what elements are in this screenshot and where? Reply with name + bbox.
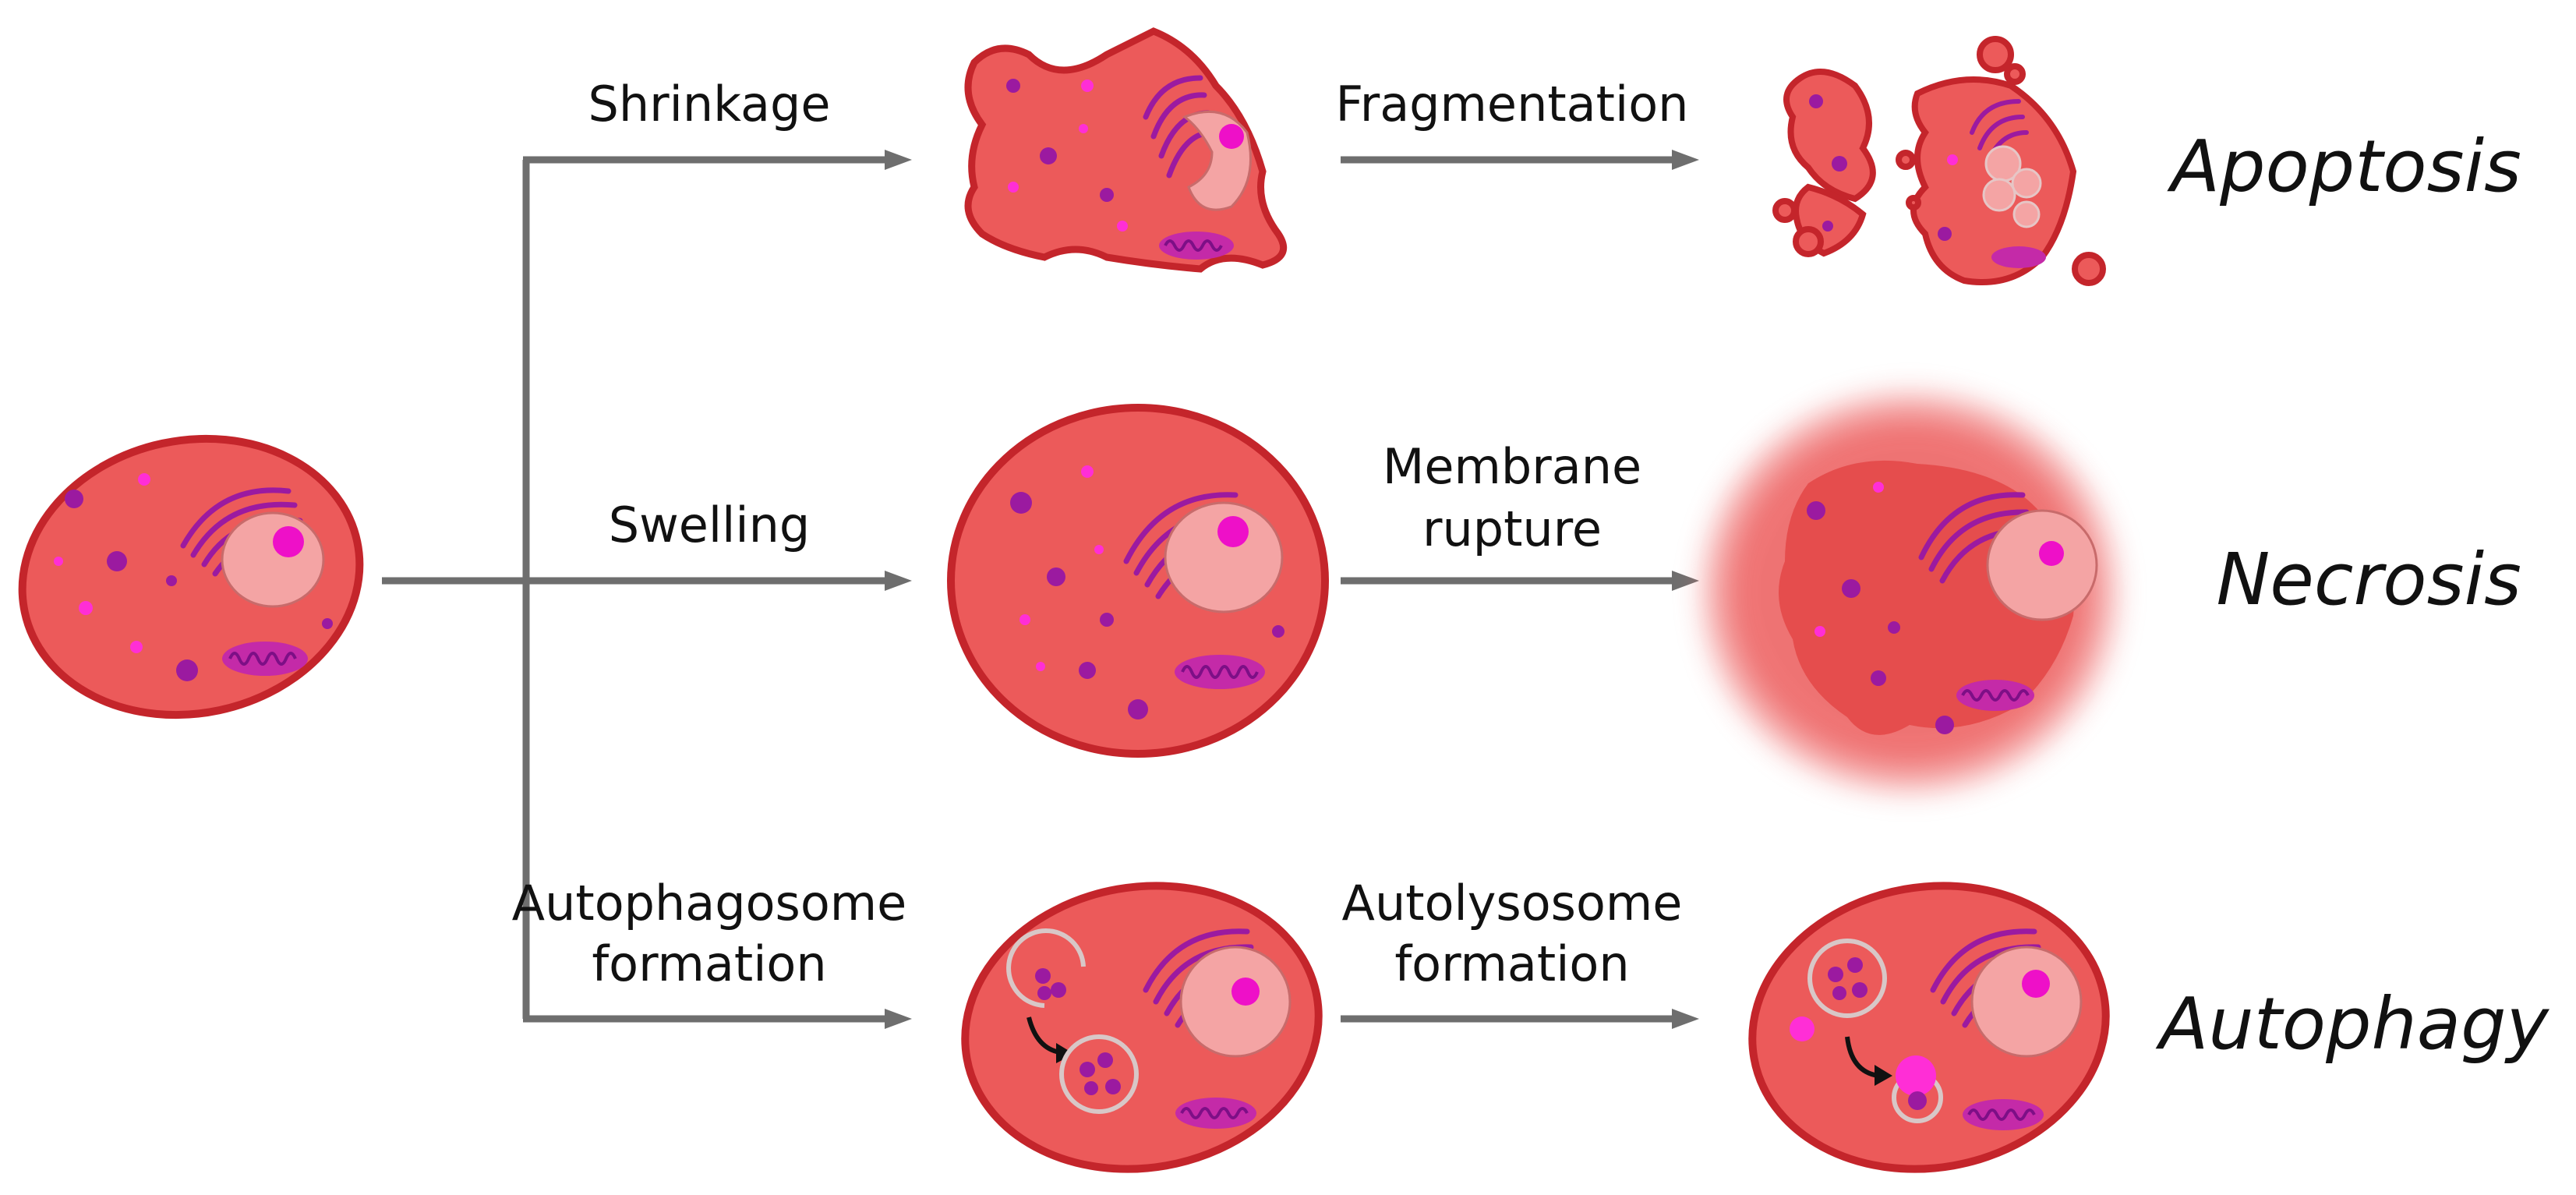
cargo: [1051, 982, 1066, 998]
shrunken-cell: [964, 27, 1288, 273]
vesicle: [1809, 94, 1823, 108]
apoptotic-body: [1977, 36, 2014, 73]
vesicle: [1938, 227, 1952, 241]
fragmented-cell: [1772, 36, 2106, 286]
cargo: [1828, 967, 1843, 982]
vesicle: [1822, 221, 1833, 232]
arrowhead: [885, 150, 912, 170]
arrowhead: [1672, 150, 1699, 170]
term-necrosis: Necrosis: [2216, 538, 2521, 621]
cargo: [1105, 1079, 1121, 1094]
cell-membrane: [18, 434, 364, 719]
necrotic-cell: [1703, 394, 2116, 791]
apoptotic-body: [2072, 252, 2106, 286]
label-rupture: rupture: [1422, 500, 1602, 557]
step-labels: Shrinkage Fragmentation Swelling Membran…: [512, 76, 1689, 992]
mitochondrion-icon: [1963, 1099, 2044, 1130]
cargo: [1852, 982, 1868, 998]
label-swelling: Swelling: [609, 497, 811, 553]
curved-arrow-icon: [1027, 1016, 1061, 1055]
label-shrinkage: Shrinkage: [588, 76, 831, 133]
term-autophagy: Autophagy: [2155, 982, 2549, 1066]
nucleolus: [1217, 516, 1249, 547]
curved-arrow-icon: [1845, 1036, 1879, 1078]
nucleus: [1986, 509, 2098, 621]
apoptotic-body: [1772, 198, 1797, 223]
cargo: [1037, 986, 1051, 1000]
label-autophagosome: Autophagosome: [512, 875, 907, 932]
label-autolysosome-formation: formation: [1394, 935, 1629, 992]
arrowhead: [885, 1009, 912, 1029]
autophagosome-cell: [961, 882, 1323, 1173]
arrowhead: [1875, 1065, 1892, 1086]
mitochondrion-icon: [1159, 232, 1234, 260]
arrowhead: [1672, 1009, 1699, 1029]
fragmented-nucleus: [1982, 145, 2042, 228]
mitochondrion-icon: [1991, 246, 2046, 268]
phagophore: [1006, 928, 1086, 1008]
arrowhead: [1672, 571, 1699, 591]
nucleolus: [2039, 541, 2064, 566]
term-apoptosis: Apoptosis: [2167, 125, 2521, 208]
nucleus: [1179, 946, 1292, 1058]
vesicles: [1807, 482, 1954, 734]
nucleus: [221, 511, 325, 608]
cargo: [1080, 1062, 1095, 1077]
autophagosome: [1807, 939, 1887, 1018]
vesicles: [1006, 79, 1128, 232]
vesicle: [1947, 154, 1958, 165]
cargo: [1097, 1052, 1113, 1068]
cargo: [1832, 986, 1846, 1000]
pathway-arrows: [382, 150, 1699, 1029]
label-membrane: Membrane: [1383, 438, 1641, 495]
nucleolus: [1231, 978, 1260, 1006]
nucleus: [1970, 946, 2083, 1058]
apoptotic-body: [1896, 150, 1916, 170]
swollen-cell: [947, 404, 1329, 758]
apoptotic-body: [1793, 226, 1824, 257]
cargo: [1908, 1091, 1927, 1110]
label-fragmentation: Fragmentation: [1336, 76, 1689, 133]
vesicles: [1010, 465, 1284, 719]
apoptotic-body: [2004, 63, 2026, 85]
apoptotic-body: [1783, 69, 1876, 203]
nucleolus: [2022, 970, 2050, 998]
normal-cell: [18, 434, 364, 719]
fragmented-cell-details: [1809, 94, 2046, 268]
lysosome: [1896, 1055, 1936, 1096]
vesicle: [1832, 156, 1847, 171]
cell-membrane: [964, 27, 1288, 273]
autophagosome: [1059, 1034, 1139, 1114]
outcome-labels: Apoptosis Necrosis Autophagy: [2155, 125, 2549, 1066]
nucleolus: [273, 526, 304, 557]
cargo: [1035, 968, 1051, 984]
label-autolysosome: Autolysosome: [1342, 875, 1683, 932]
nucleus: [1164, 501, 1284, 613]
arrowhead: [885, 571, 912, 591]
mitochondrion-icon: [1956, 680, 2034, 711]
arrowhead: [1056, 1043, 1074, 1063]
mitochondrion-icon: [1175, 1098, 1256, 1129]
cargo: [1847, 957, 1863, 973]
autolysosome-cell: [1748, 882, 2110, 1173]
mitochondrion-icon: [1175, 655, 1265, 689]
cargo: [1084, 1081, 1098, 1095]
vesicles: [54, 473, 333, 681]
nucleolus: [1219, 124, 1244, 149]
label-autophagosome-formation: formation: [592, 935, 826, 992]
apoptotic-body: [1906, 195, 1921, 210]
mitochondrion-icon: [222, 642, 308, 676]
lysosome: [1790, 1016, 1815, 1041]
